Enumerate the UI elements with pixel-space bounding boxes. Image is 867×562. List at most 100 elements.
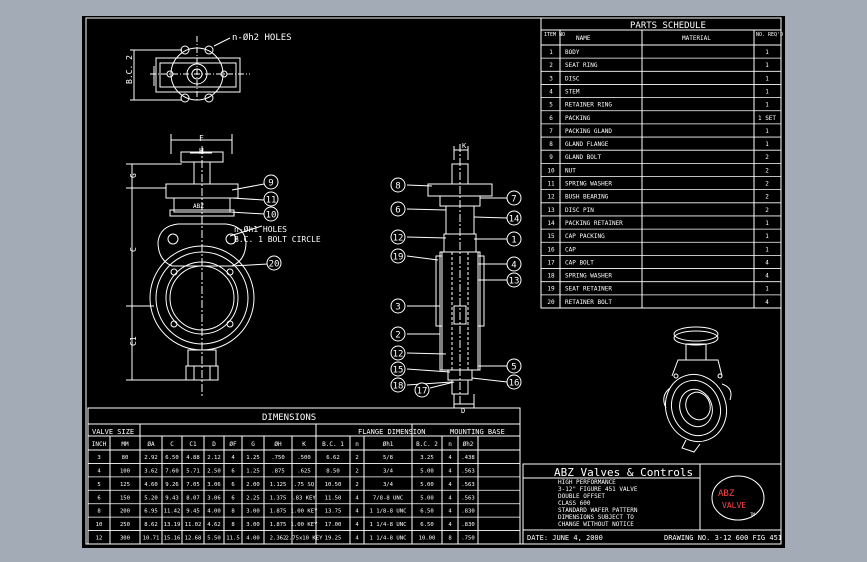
isometric-view — [663, 326, 732, 453]
dimensions-cell: 2.92 — [144, 455, 157, 461]
dimensions-cell: 9.26 — [165, 482, 178, 488]
dimensions-cell: 3/4 — [383, 468, 394, 474]
dimensions-cell: 1 1/4-8 UNC — [369, 536, 406, 542]
part-item-number: 5 — [549, 102, 553, 109]
balloon: 13 — [506, 272, 522, 288]
part-qty: 1 — [765, 88, 769, 95]
title-note-line: DIMENSIONS SUBJECT TO — [558, 514, 634, 521]
dimensions-header: C1 — [189, 441, 197, 448]
dimensions-cell: 10.71 — [143, 536, 160, 542]
part-qty: 1 — [765, 286, 769, 293]
dimensions-cell: .830 — [461, 509, 474, 515]
balloon-number: 6 — [395, 206, 400, 216]
part-item-number: 17 — [547, 259, 555, 266]
dimensions-cell: 1.25 — [246, 455, 259, 461]
dimensions-cell: 8.62 — [144, 522, 157, 528]
dimensions-cell: 2.75x10 KEY — [285, 536, 323, 542]
dimensions-cell: 5 — [97, 482, 100, 488]
dimensions-cell: 1.375 — [270, 495, 287, 501]
dimensions-header: n — [448, 441, 452, 448]
part-name: SEAT RING — [565, 62, 598, 69]
part-qty: 2 — [765, 167, 769, 174]
dimensions-cell: 6 — [231, 495, 234, 501]
dimensions-cell: 5.00 — [420, 468, 433, 474]
dimensions-cell: 3 — [97, 455, 100, 461]
dimensions-cell: 4 — [355, 522, 359, 528]
part-item-number: 13 — [547, 207, 555, 214]
balloon-number: 15 — [393, 366, 404, 376]
balloon-number: 4 — [511, 261, 516, 271]
part-qty: 1 — [765, 233, 769, 240]
dimensions-cell: 8 — [448, 536, 452, 542]
drawing-date: DATE: JUNE 4, 2000 — [527, 534, 603, 542]
dimensions-cell: 4 — [448, 455, 452, 461]
dimensions-cell: 5/8 — [383, 455, 394, 461]
dimensions-cell: 9.45 — [186, 509, 199, 515]
dimensions-cell: 4 — [448, 468, 452, 474]
dimensions-cell: 5.50 — [207, 536, 220, 542]
dimensions-cell: 4 — [97, 468, 101, 474]
dimensions-cell: 2 — [355, 455, 358, 461]
balloon-number: 7 — [511, 195, 516, 205]
part-item-number: 4 — [549, 88, 553, 95]
balloon-number: 18 — [393, 382, 404, 392]
title-note-line: 3-12" FIGURE 451 VALVE — [558, 486, 638, 493]
balloon: 4 — [506, 256, 522, 272]
dimensions-cell: 7.60 — [165, 468, 178, 474]
dimensions-cell: 1.875 — [270, 509, 287, 515]
part-qty: 1 — [765, 62, 769, 69]
dimensions-cell: 150 — [120, 495, 130, 501]
dimensions-cell: 2.25 — [246, 495, 259, 501]
dimensions-title: DIMENSIONS — [262, 413, 316, 423]
title-note-line: STANDARD WAFER PATTERN — [558, 507, 638, 514]
dimensions-header: ØA — [147, 441, 155, 448]
col-req-header: NO. REQ'D — [756, 32, 783, 38]
dim-G: G — [129, 173, 138, 178]
balloon: 14 — [506, 210, 522, 226]
balloon: 9 — [263, 174, 279, 190]
balloon: 8 — [390, 177, 406, 193]
dimensions-cell: 4.00 — [207, 509, 220, 515]
dimensions-cell: 2.12 — [207, 455, 220, 461]
bc2-label: B.C. 2 — [125, 55, 134, 84]
dimensions-cell: 5.00 — [420, 482, 433, 488]
part-name: NUT — [565, 167, 576, 174]
dimensions-cell: 5.20 — [144, 495, 157, 501]
balloon-number: 16 — [509, 379, 520, 389]
front-holes-callout-2: B.C. 1 BOLT CIRCLE — [234, 235, 321, 244]
dimensions-cell: 8 — [231, 509, 235, 515]
front-view — [126, 134, 269, 396]
part-name: GLAND FLANGE — [565, 141, 609, 148]
logo-ellipse — [711, 475, 765, 521]
dimensions-cell: 4 — [448, 495, 452, 501]
part-name: GLAND BOLT — [565, 154, 602, 161]
dimensions-cell: 12.68 — [185, 536, 202, 542]
balloon-number: 10 — [266, 211, 277, 221]
dimensions-cell: 125 — [120, 482, 130, 488]
part-item-number: 20 — [547, 299, 555, 306]
balloon: 5 — [506, 358, 522, 374]
dimensions-cell: .625 — [297, 468, 310, 474]
dimensions-cell: 6.62 — [326, 455, 339, 461]
dimensions-cell: 3.00 — [246, 509, 259, 515]
dimensions-cell: 10 — [96, 522, 103, 528]
part-qty: 1 — [765, 49, 769, 56]
part-name: SPRING WASHER — [565, 181, 612, 188]
dimensions-cell: 1 1/8-8 UNC — [369, 509, 406, 515]
balloon-number: 14 — [509, 215, 520, 225]
logo-tm: TM — [750, 512, 755, 517]
part-name: BODY — [565, 49, 580, 56]
dimensions-header: D — [212, 441, 216, 448]
dimensions-cell: .875 — [271, 468, 284, 474]
balloon-number: 20 — [269, 260, 280, 270]
drawing-sheet: n-Øh2 HOLES B.C. 2 — [82, 16, 785, 548]
cad-drawing: n-Øh2 HOLES B.C. 2 — [85, 17, 783, 545]
balloon-number: 1 — [511, 236, 516, 246]
dimensions-cell: 13.75 — [325, 509, 342, 515]
dimensions-cell: 11.42 — [164, 509, 181, 515]
dimensions-header: G — [251, 441, 255, 448]
dimensions-header: n — [355, 441, 359, 448]
dimensions-cell: 12 — [96, 536, 103, 542]
part-item-number: 18 — [547, 273, 555, 280]
